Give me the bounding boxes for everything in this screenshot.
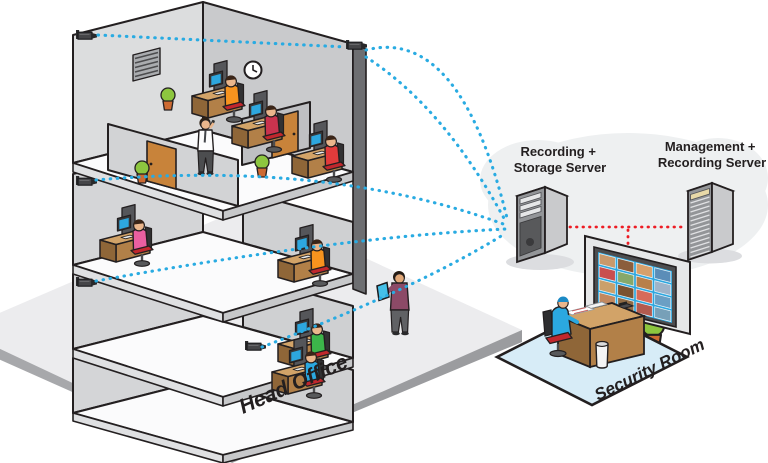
worker-at-desk-worker-crimson-shirt	[231, 89, 286, 153]
blue-link-6	[260, 231, 508, 349]
video-wall-thumbnails	[598, 253, 672, 322]
security-guard	[542, 296, 579, 358]
worker-at-desk-worker-pink-shirt	[99, 203, 154, 267]
potted-plant	[160, 87, 176, 111]
camera-feed-thumbnail	[635, 301, 653, 318]
tablet-icon	[376, 281, 390, 302]
worker-at-desk-worker-orange-shirt	[191, 59, 246, 123]
blue-link-1	[96, 33, 348, 49]
clipboard	[584, 301, 609, 309]
camera-feed-thumbnail	[598, 253, 616, 269]
management-recording-server	[685, 181, 736, 262]
vent-slats	[690, 196, 710, 258]
cameras-layer	[76, 30, 367, 351]
worker-at-desk-worker-orange-shirt	[277, 223, 332, 287]
camera-feed-thumbnail	[635, 262, 653, 279]
camera-feed-thumbnail	[654, 306, 672, 322]
camera-feed-thumbnail	[617, 283, 635, 300]
camera-feed-thumbnail	[635, 288, 653, 305]
server-link-lines	[568, 225, 686, 249]
potted-plant	[134, 160, 150, 184]
paperwork	[564, 306, 596, 316]
server-label-management: Management + Recording Server	[658, 139, 766, 170]
standing-man-phone	[197, 117, 215, 176]
worker-at-desk-worker-blue-shirt	[271, 335, 326, 399]
floor1-slab-edge	[72, 412, 224, 463]
cctv-camera-icon-ground-floor-camera	[245, 341, 266, 351]
chair-seat	[544, 331, 574, 345]
camera-feed-thumbnail	[654, 267, 672, 283]
camera-feed-thumbnail	[654, 293, 672, 309]
floor1-slab-edge	[222, 421, 354, 463]
cctv-camera-icon-top-floor-left-camera	[76, 30, 97, 40]
door-handle	[292, 132, 296, 136]
cap	[557, 296, 569, 302]
blue-link-4	[94, 173, 508, 227]
power-button-icon	[526, 238, 534, 246]
server-label-recording: Recording + Storage Server	[514, 144, 607, 175]
head-office-building	[72, 1, 666, 463]
door-handle	[149, 162, 153, 166]
drive-bay	[519, 205, 542, 219]
camera-link-lines	[94, 33, 509, 349]
louver-cabinet	[132, 47, 161, 82]
camera-feed-thumbnail	[617, 257, 635, 274]
potted-plant	[254, 154, 270, 178]
drive-bay	[519, 198, 542, 212]
blue-link-5	[94, 227, 508, 283]
security-room	[494, 234, 691, 407]
blue-link-2	[364, 45, 509, 220]
recording-storage-server	[514, 185, 570, 264]
camera-feed-thumbnail	[635, 275, 653, 292]
wall-clock-icon	[243, 60, 263, 80]
camera-feed-thumbnail	[598, 279, 616, 295]
camera-feed-thumbnail	[617, 270, 635, 287]
chair-base	[549, 349, 567, 358]
visitor-with-tablet	[376, 271, 410, 336]
desk-phone-icon	[616, 303, 635, 309]
drive-bay	[690, 187, 710, 201]
floor4-slab-edge	[222, 171, 354, 221]
camera-feed-thumbnail	[598, 266, 616, 282]
worker-at-desk-worker-red-shirt	[291, 119, 346, 183]
trash-can	[595, 340, 609, 369]
building-right-edge	[352, 43, 367, 295]
drive-bay	[519, 191, 542, 205]
camera-feed-thumbnail	[654, 280, 672, 296]
cctv-camera-icon-top-floor-right-camera	[346, 40, 367, 50]
blue-link-3	[364, 55, 508, 224]
